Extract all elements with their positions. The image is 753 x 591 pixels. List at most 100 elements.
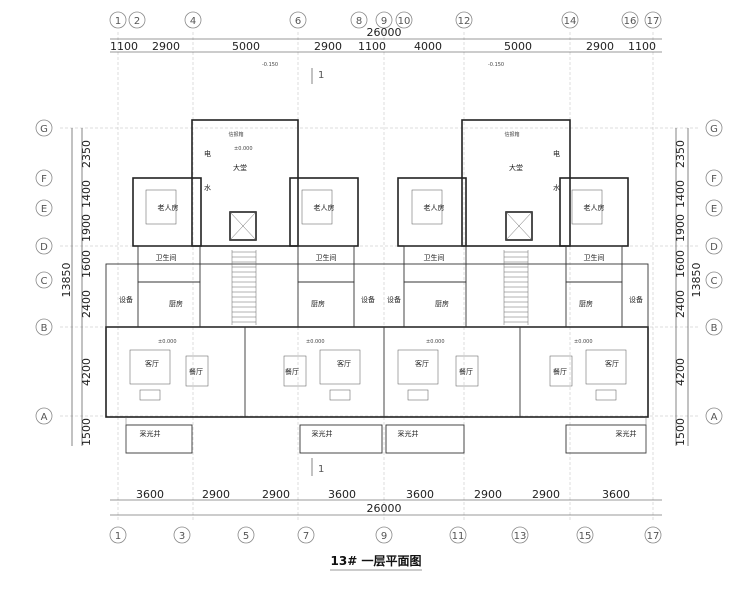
coffee-table bbox=[595, 389, 617, 401]
svg-text:G: G bbox=[40, 124, 48, 135]
top-dim: 1100 bbox=[628, 40, 656, 53]
room-label-living: 客厅 bbox=[605, 359, 619, 368]
axis-label: 14 bbox=[564, 16, 577, 27]
svg-text:1400: 1400 bbox=[674, 180, 687, 208]
top-dim: 1100 bbox=[110, 40, 138, 53]
axis-label: 12 bbox=[458, 16, 471, 27]
svg-text:B: B bbox=[41, 323, 48, 334]
axis-label: 16 bbox=[624, 16, 637, 27]
top-dim: 1100 bbox=[358, 40, 386, 53]
room-label-living: 客厅 bbox=[337, 359, 351, 368]
room-label-dining: 餐厅 bbox=[189, 367, 203, 376]
svg-text:D: D bbox=[40, 242, 48, 253]
axis-label: 1 bbox=[115, 16, 121, 27]
room-labels: 大堂 大堂 信报箱 信报箱 电 水 电 水 老人房 老人房 老人房 老人房 卫生… bbox=[119, 131, 643, 438]
room-label-bath: 卫生间 bbox=[316, 253, 337, 262]
room-label-bath: 卫生间 bbox=[156, 253, 177, 262]
svg-text:13: 13 bbox=[514, 531, 527, 542]
axis-label: 4 bbox=[190, 16, 196, 27]
room-label-water: 水 bbox=[553, 183, 560, 192]
room-label-lightwell: 采光井 bbox=[616, 429, 637, 438]
svg-text:1600: 1600 bbox=[80, 250, 93, 278]
top-dim: 2900 bbox=[314, 40, 342, 53]
room-label-dining: 餐厅 bbox=[553, 367, 567, 376]
level-mark: ±0.000 bbox=[158, 339, 177, 345]
room-label-kitchen: 厨房 bbox=[435, 299, 449, 308]
room-label-elec: 电 bbox=[204, 149, 211, 158]
room-label-elder: 老人房 bbox=[424, 203, 445, 212]
coffee-table bbox=[329, 389, 351, 401]
top-dim: 4000 bbox=[414, 40, 442, 53]
svg-text:F: F bbox=[711, 174, 717, 185]
section-mark: 1 bbox=[318, 464, 324, 475]
room-label-kitchen: 厨房 bbox=[579, 299, 593, 308]
room-label-living: 客厅 bbox=[415, 359, 429, 368]
room-label-kitchen: 厨房 bbox=[169, 299, 183, 308]
dining-table bbox=[185, 355, 209, 387]
level-mark: ±0.000 bbox=[234, 146, 253, 152]
bed bbox=[145, 189, 177, 225]
bed bbox=[571, 189, 603, 225]
mailbox-label: 信报箱 bbox=[228, 131, 243, 138]
svg-text:G: G bbox=[710, 124, 718, 135]
svg-text:1600: 1600 bbox=[674, 250, 687, 278]
bed bbox=[411, 189, 443, 225]
svg-text:1900: 1900 bbox=[80, 214, 93, 242]
svg-text:A: A bbox=[41, 412, 48, 423]
svg-text:1400: 1400 bbox=[80, 180, 93, 208]
room-label-bath: 卫生间 bbox=[584, 253, 605, 262]
axis-label: 2 bbox=[134, 16, 140, 27]
room-label-elder: 老人房 bbox=[584, 203, 605, 212]
svg-text:1: 1 bbox=[115, 531, 121, 542]
svg-text:17: 17 bbox=[647, 531, 660, 542]
mailbox-label: 信报箱 bbox=[504, 131, 519, 138]
room-label-bath: 卫生间 bbox=[424, 253, 445, 262]
svg-text:2350: 2350 bbox=[674, 140, 687, 168]
bottom-dimensions: 3600 2900 2900 3600 3600 2900 2900 3600 … bbox=[110, 488, 662, 516]
room-label-equip: 设备 bbox=[361, 295, 375, 304]
svg-text:5: 5 bbox=[243, 531, 249, 542]
room-label-water: 水 bbox=[204, 183, 211, 192]
level-mark: -0.150 bbox=[262, 62, 278, 68]
room-label-lightwell: 采光井 bbox=[140, 429, 161, 438]
room-label-equip: 设备 bbox=[629, 295, 643, 304]
svg-text:4200: 4200 bbox=[674, 358, 687, 386]
axis-label: 10 bbox=[398, 16, 411, 27]
bottom-dim: 3600 bbox=[406, 488, 434, 501]
top-dim: 2900 bbox=[152, 40, 180, 53]
svg-text:2400: 2400 bbox=[674, 290, 687, 318]
bottom-dim: 3600 bbox=[328, 488, 356, 501]
room-label-lightwell: 采光井 bbox=[312, 429, 333, 438]
grid-lines bbox=[60, 32, 700, 520]
svg-text:E: E bbox=[711, 204, 717, 215]
dining-table bbox=[283, 355, 307, 387]
svg-text:13850: 13850 bbox=[690, 263, 703, 298]
sofa-set bbox=[585, 349, 627, 385]
axis-label: 6 bbox=[295, 16, 301, 27]
bottom-axis-bubbles: 1 3 5 7 9 11 13 15 17 bbox=[109, 526, 662, 544]
left-row-axis: G F E D C B A 2350 1400 1900 1600 2400 4… bbox=[35, 119, 93, 446]
axis-label: 9 bbox=[381, 16, 387, 27]
coffee-table bbox=[407, 389, 429, 401]
room-label-hall: 大堂 bbox=[509, 163, 523, 172]
dining-table bbox=[549, 355, 573, 387]
level-mark: ±0.000 bbox=[574, 339, 593, 345]
room-label-elec: 电 bbox=[553, 149, 560, 158]
section-mark: 1 bbox=[318, 70, 324, 81]
axis-label: 17 bbox=[647, 16, 660, 27]
room-label-lightwell: 采光井 bbox=[398, 429, 419, 438]
top-dimensions: 26000 1100 2900 5000 2900 1100 4000 5000… bbox=[110, 26, 662, 68]
stair-treads bbox=[232, 251, 528, 323]
bottom-dim: 2900 bbox=[532, 488, 560, 501]
bottom-dim: 2900 bbox=[202, 488, 230, 501]
svg-text:A: A bbox=[711, 412, 718, 423]
section-marks: 1 1 bbox=[311, 68, 324, 476]
svg-text:4200: 4200 bbox=[80, 358, 93, 386]
level-mark: ±0.000 bbox=[306, 339, 325, 345]
room-label-hall: 大堂 bbox=[233, 163, 247, 172]
svg-text:1500: 1500 bbox=[674, 418, 687, 446]
svg-text:13850: 13850 bbox=[60, 263, 73, 298]
top-dim: 5000 bbox=[504, 40, 532, 53]
right-row-axis: G F E D C B A 2350 1400 1900 1600 2400 4… bbox=[674, 119, 723, 446]
